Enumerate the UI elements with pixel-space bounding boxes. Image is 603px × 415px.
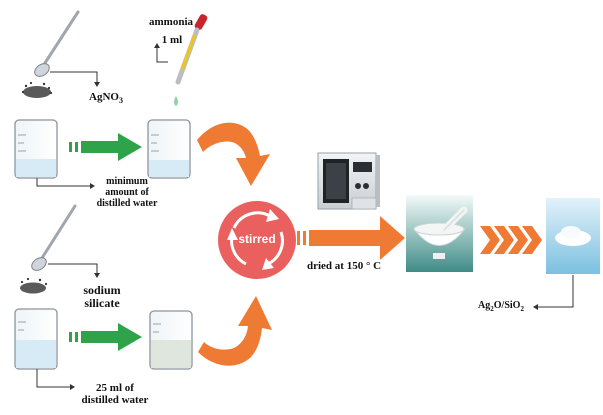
orange-arrow-main — [297, 216, 405, 260]
min-water-label: minimum amount of distilled water — [96, 176, 158, 209]
spoon-icon — [34, 10, 80, 77]
dried-label: dried at 150 ° C — [306, 260, 382, 272]
chevron-arrows — [480, 226, 542, 254]
green-arrow-top — [69, 133, 142, 161]
spoon-icon — [31, 204, 77, 271]
beaker-icon — [147, 119, 191, 179]
curved-arrow-bottom — [198, 296, 272, 366]
beaker-icon — [14, 119, 58, 179]
beaker-icon — [149, 310, 193, 370]
dropper-icon — [174, 14, 208, 106]
stirred-label: stirred — [238, 232, 276, 246]
ammonia-label: ammonia — [149, 16, 193, 28]
recycle-arrows-icon — [227, 209, 284, 270]
oven-icon — [317, 152, 380, 210]
powder-icon — [21, 81, 53, 98]
curved-arrow-top — [197, 122, 270, 186]
powder-icon — [20, 277, 48, 294]
agno3-label: AgNO3 — [89, 91, 123, 106]
product-label: Ag2O/SiO2 — [478, 300, 524, 313]
mortar-pestle-icon — [406, 195, 473, 272]
ammonia-amount-label: 1 ml — [161, 34, 183, 46]
sodium-silicate-label: sodium silicate — [83, 283, 121, 311]
water-25ml-label: 25 ml of distilled water — [81, 382, 149, 407]
beaker-icon — [14, 308, 58, 370]
powder-icon — [546, 198, 600, 274]
green-arrow-bottom — [69, 323, 142, 351]
